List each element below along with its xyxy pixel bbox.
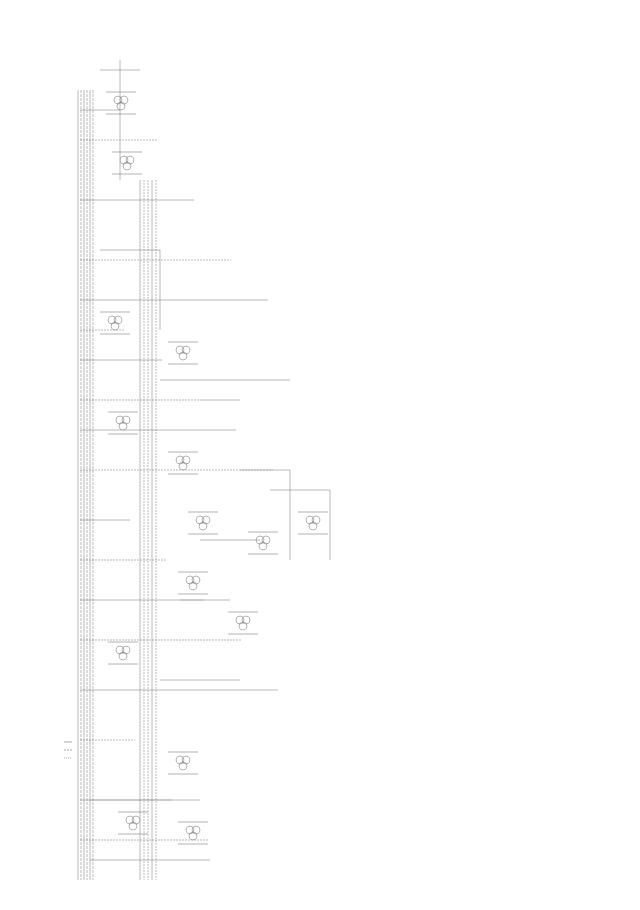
transformer-symbol [258, 541, 268, 551]
transformer-symbol [305, 515, 315, 525]
transformer-symbol [118, 421, 128, 431]
transformer-symbol [115, 415, 125, 425]
transformer-symbol [191, 825, 201, 835]
transformer-symbol [116, 101, 126, 111]
transformer-symbol [181, 455, 191, 465]
transformer-symbol [121, 415, 131, 425]
transformer-symbol [255, 535, 265, 545]
legend-block [64, 741, 72, 759]
transformer-symbol [181, 755, 191, 765]
transformer-symbol [198, 521, 208, 531]
transformer-symbol [131, 815, 141, 825]
transformer-symbol [125, 155, 135, 165]
transformer-symbol [175, 345, 185, 355]
transformer-symbol [110, 321, 120, 331]
transformer-symbol [119, 155, 129, 165]
transformer-symbol [261, 535, 271, 545]
transformer-symbol [128, 821, 138, 831]
transformer-symbol [113, 315, 123, 325]
transformer-symbol [175, 755, 185, 765]
transformer-symbol [122, 161, 132, 171]
transformer-symbol [188, 831, 198, 841]
transformer-symbol [178, 461, 188, 471]
transformer-symbol [191, 575, 201, 585]
transformer-symbol [113, 95, 123, 105]
transformer-symbol [238, 621, 248, 631]
transformer-symbol [235, 615, 245, 625]
transformer-symbol [178, 761, 188, 771]
substations [100, 91, 328, 845]
transformer-symbol [201, 515, 211, 525]
transformer-symbol [308, 521, 318, 531]
transformer-symbol [175, 455, 185, 465]
transformer-symbol [125, 815, 135, 825]
transformer-symbol [118, 651, 128, 661]
transformer-symbol [107, 315, 117, 325]
transformer-symbol [115, 645, 125, 655]
transformer-symbol [241, 615, 251, 625]
transformer-symbol [311, 515, 321, 525]
transformer-symbol [119, 95, 129, 105]
transformer-symbol [181, 345, 191, 355]
transformer-symbol [185, 575, 195, 585]
wiring [77, 60, 331, 880]
transformer-symbol [188, 581, 198, 591]
transformer-symbol [195, 515, 205, 525]
transformer-symbol [185, 825, 195, 835]
transformer-symbol [178, 351, 188, 361]
transformer-symbol [121, 645, 131, 655]
